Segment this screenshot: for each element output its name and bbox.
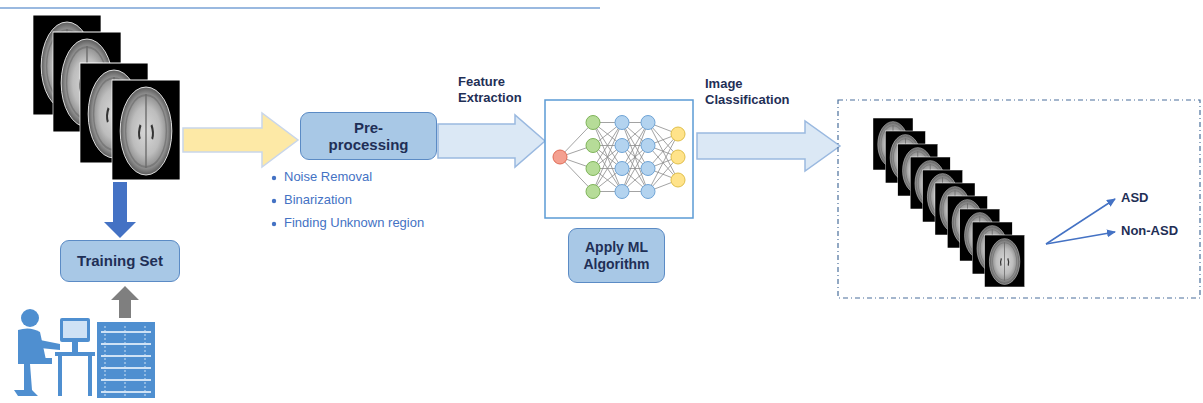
box-label: Apply ML Algorithm	[577, 239, 657, 271]
process-box: Apply ML Algorithm	[568, 228, 665, 283]
box-label: Training Set	[77, 252, 163, 269]
annotation-label: Image Classification	[705, 76, 805, 107]
annotation-label: Noise Removal	[284, 169, 372, 185]
process-box: Training Set	[60, 240, 180, 282]
annotation-label: Binarization	[284, 192, 352, 208]
process-box: Pre-processing	[300, 112, 437, 160]
annotation-label: ASD	[1121, 190, 1148, 206]
box-label: Pre-processing	[324, 119, 414, 154]
annotation-label: Feature Extraction	[458, 74, 538, 105]
annotation-label: Finding Unknown region	[284, 215, 424, 231]
annotation-label: Non-ASD	[1121, 223, 1178, 239]
